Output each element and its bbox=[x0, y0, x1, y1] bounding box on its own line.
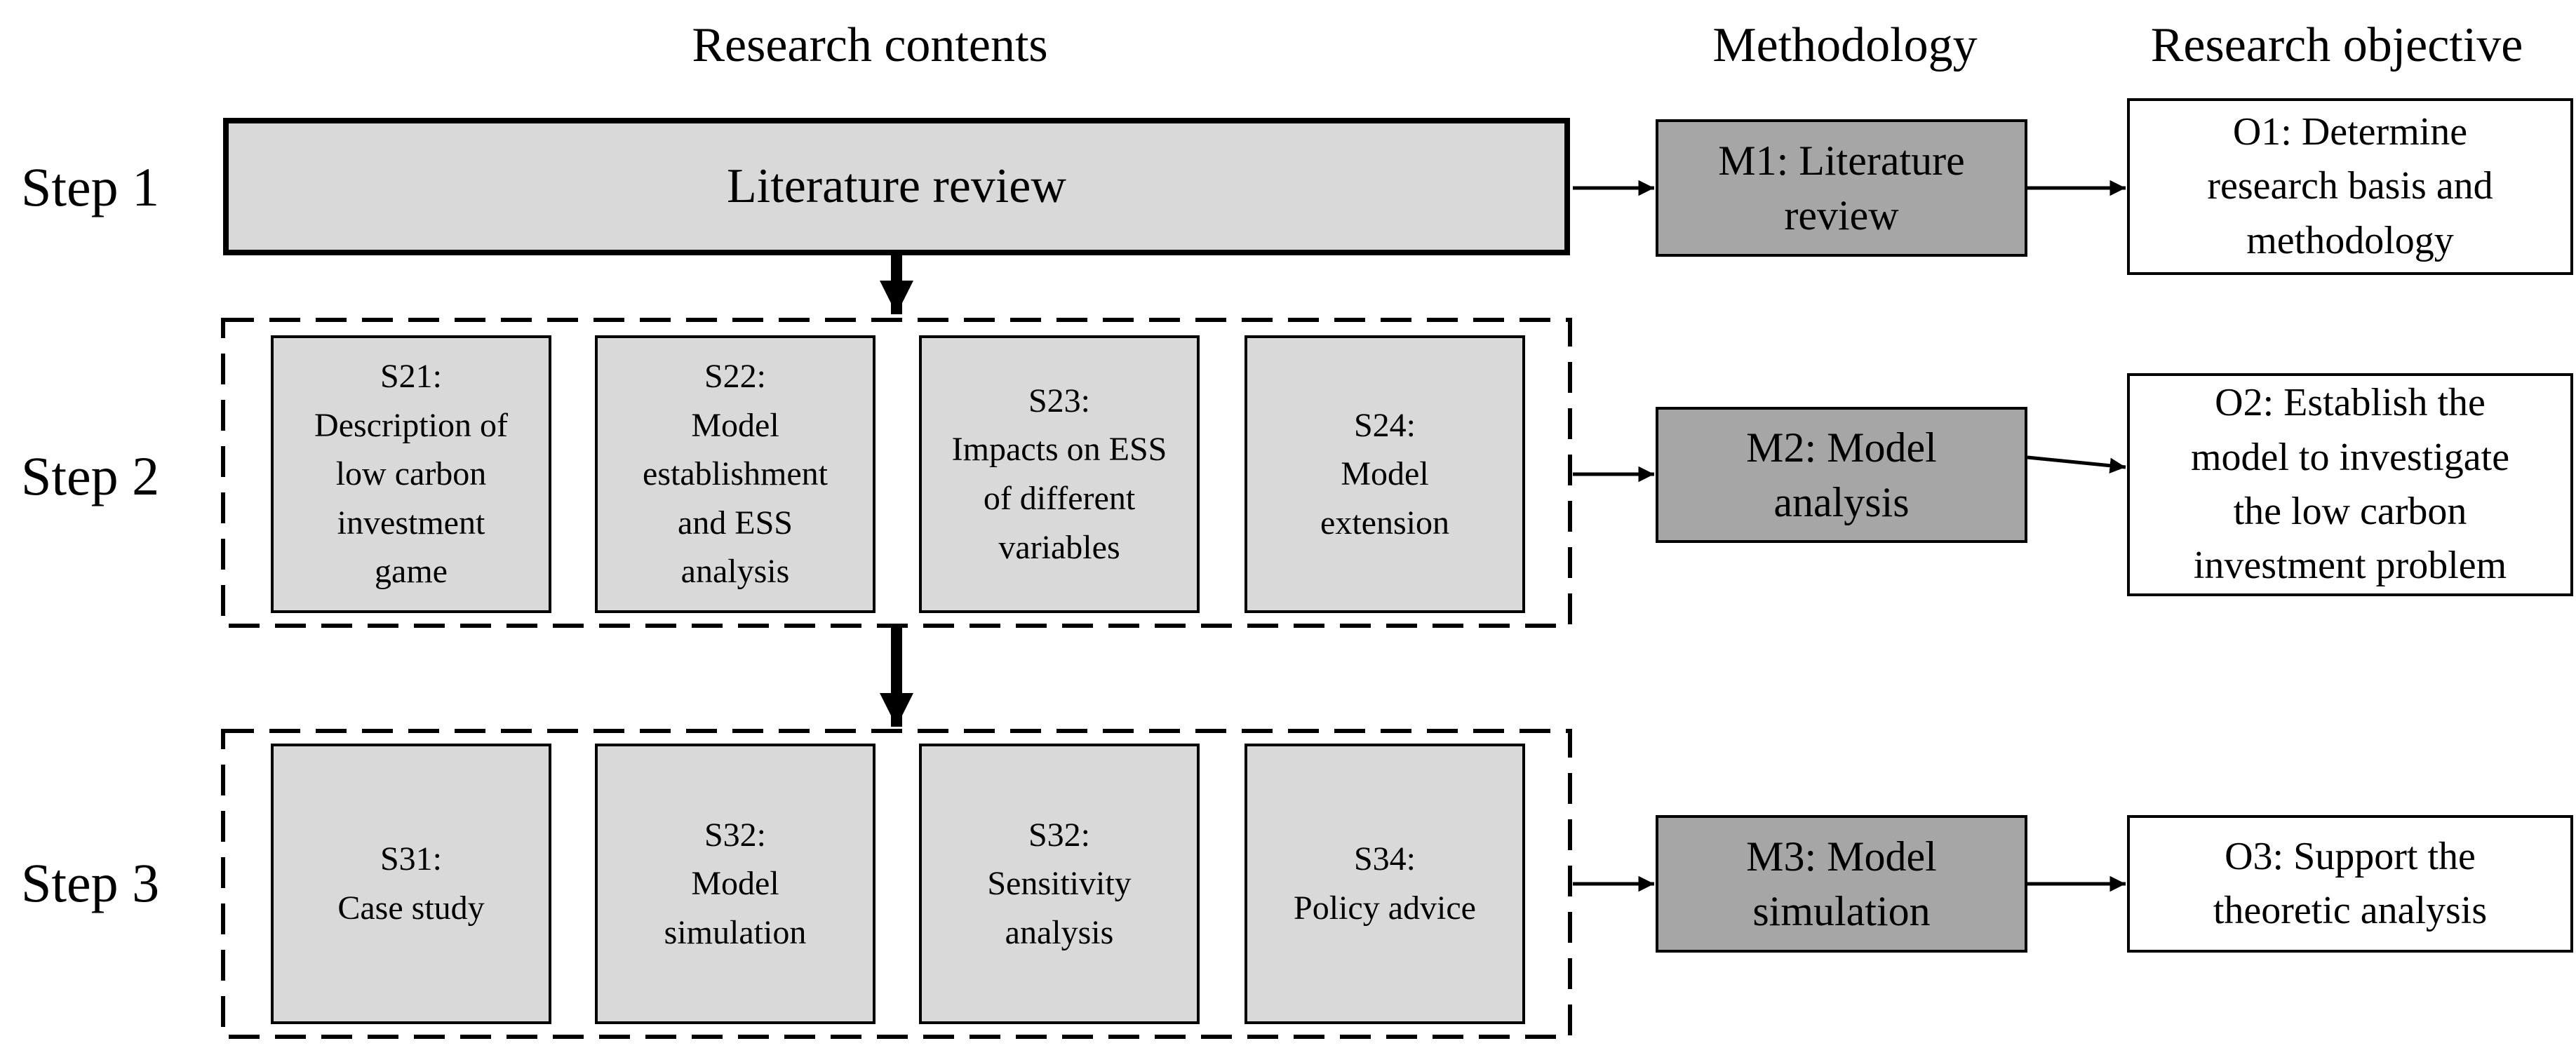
header-methodology: Methodology bbox=[1712, 18, 1978, 72]
objective-box-o2: O2: Establish the model to investigate t… bbox=[2127, 373, 2573, 596]
objective-box-o1-text: O1: Determine research basis and methodo… bbox=[2207, 110, 2493, 262]
step3-box-s31: S31: Case study bbox=[271, 744, 551, 1024]
step2-box-s24: S24: Model extension bbox=[1245, 335, 1525, 613]
method-box-m3: M3: Model simulation bbox=[1656, 815, 2027, 953]
step3-box-s34-text: S34: Policy advice bbox=[1294, 840, 1476, 927]
step2-box-s21-text: S21: Description of low carbon investmen… bbox=[314, 358, 508, 591]
step2-box-s22-text: S22: Model establishment and ESS analysi… bbox=[643, 358, 828, 591]
literature-review-box: Literature review bbox=[223, 118, 1570, 255]
objective-box-o2-text: O2: Establish the model to investigate t… bbox=[2190, 381, 2510, 588]
step2-box-s22: S22: Model establishment and ESS analysi… bbox=[595, 335, 876, 613]
step3-box-s32-simulation: S32: Model simulation bbox=[595, 744, 876, 1024]
step2-box-s24-text: S24: Model extension bbox=[1320, 406, 1449, 542]
method-box-m3-text: M3: Model simulation bbox=[1746, 833, 1937, 934]
step2-box-s23: S23: Impacts on ESS of different variabl… bbox=[919, 335, 1200, 613]
objective-box-o3: O3: Support the theoretic analysis bbox=[2127, 815, 2573, 953]
step-1-label: Step 1 bbox=[21, 156, 160, 217]
method-box-m1-text: M1: Literature review bbox=[1718, 137, 1965, 238]
step3-box-s32-sensitivity-text: S32: Sensitivity analysis bbox=[987, 816, 1132, 951]
step2-box-s23-text: S23: Impacts on ESS of different variabl… bbox=[951, 382, 1167, 566]
method-box-m2: M2: Model analysis bbox=[1656, 407, 2027, 543]
step3-box-s34: S34: Policy advice bbox=[1245, 744, 1525, 1024]
method-box-m1: M1: Literature review bbox=[1656, 119, 2027, 257]
objective-box-o3-text: O3: Support the theoretic analysis bbox=[2213, 834, 2488, 932]
header-research-contents: Research contents bbox=[692, 18, 1048, 72]
objective-box-o1: O1: Determine research basis and methodo… bbox=[2127, 98, 2573, 275]
step-3-label: Step 3 bbox=[21, 852, 160, 913]
step3-box-s32-simulation-text: S32: Model simulation bbox=[664, 816, 807, 951]
header-research-objective: Research objective bbox=[2150, 18, 2523, 72]
step3-box-s32-sensitivity: S32: Sensitivity analysis bbox=[919, 744, 1200, 1024]
step2-box-s21: S21: Description of low carbon investmen… bbox=[271, 335, 551, 613]
method-box-m2-text: M2: Model analysis bbox=[1746, 424, 1937, 525]
step-2-label: Step 2 bbox=[21, 445, 160, 506]
step3-box-s31-text: S31: Case study bbox=[337, 840, 485, 927]
step3-group-frame bbox=[221, 729, 1572, 1039]
literature-review-label: Literature review bbox=[727, 159, 1066, 213]
arrow-m2-to-o2 bbox=[2027, 455, 2126, 473]
